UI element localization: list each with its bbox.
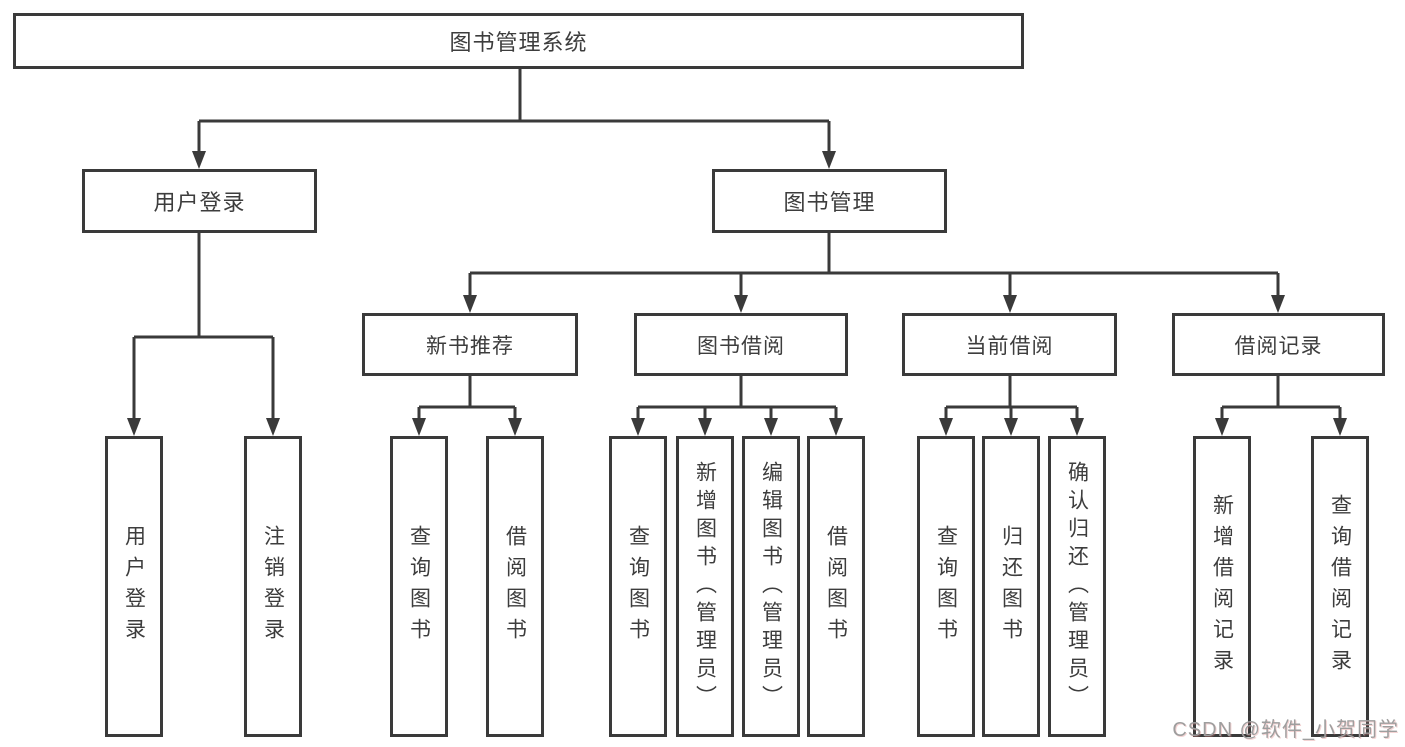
- node-borrow-record: 借阅记录: [1172, 313, 1385, 376]
- node-leaf-borrow-book-1: 借阅图书: [486, 436, 544, 737]
- node-leaf-edit-book-admin: 编辑图书（管理员）: [742, 436, 800, 737]
- node-leaf-add-borrow-record: 新增借阅记录: [1193, 436, 1251, 737]
- node-leaf-query-borrow-record: 查询借阅记录: [1311, 436, 1369, 737]
- node-leaf-user-login: 用户登录: [105, 436, 163, 737]
- csdn-watermark: CSDN @软件_小贺同学: [1172, 719, 1399, 741]
- node-book-borrow: 图书借阅: [634, 313, 848, 376]
- node-root-system: 图书管理系统: [13, 13, 1024, 69]
- node-leaf-logout: 注销登录: [244, 436, 302, 737]
- node-book-management-module: 图书管理: [712, 169, 947, 233]
- node-leaf-return-book: 归还图书: [982, 436, 1040, 737]
- node-leaf-query-book-3: 查询图书: [917, 436, 975, 737]
- node-leaf-query-book-1: 查询图书: [390, 436, 448, 737]
- node-leaf-borrow-book-2: 借阅图书: [807, 436, 865, 737]
- node-leaf-add-book-admin: 新增图书（管理员）: [676, 436, 734, 737]
- node-leaf-query-book-2: 查询图书: [609, 436, 667, 737]
- node-user-login-module: 用户登录: [82, 169, 317, 233]
- node-leaf-confirm-return-admin: 确认归还（管理员）: [1048, 436, 1106, 737]
- node-current-borrow: 当前借阅: [902, 313, 1117, 376]
- node-new-book-recommend: 新书推荐: [362, 313, 578, 376]
